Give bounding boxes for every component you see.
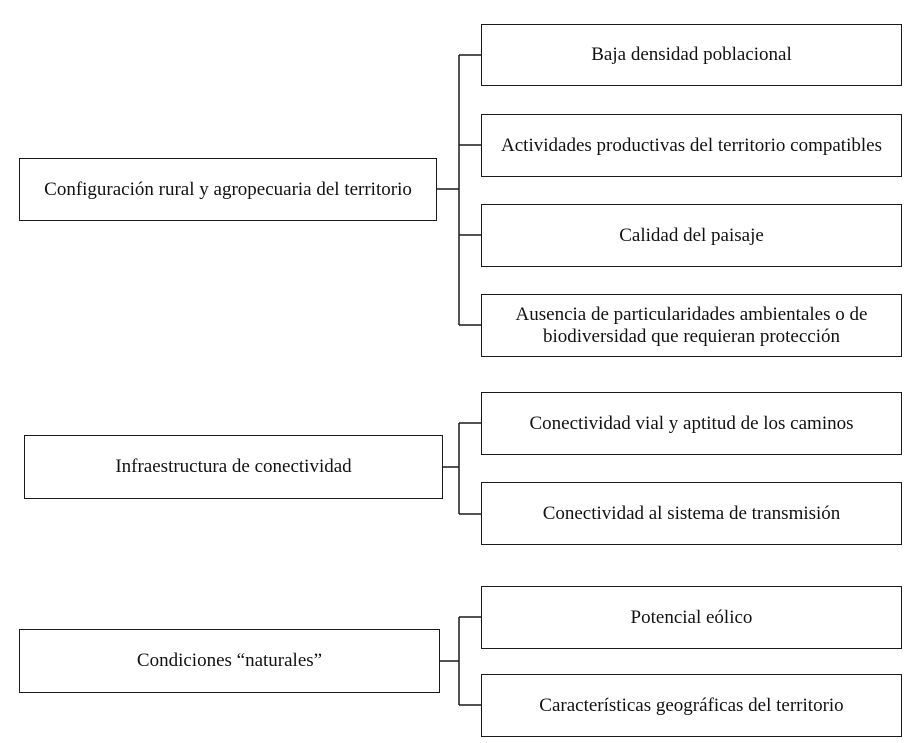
child-box-transmission-connectivity: Conectividad al sistema de transmisión [481, 482, 902, 545]
child-box-road-connectivity: Conectividad vial y aptitud de los camin… [481, 392, 902, 455]
child-box-population-density: Baja densidad poblacional [481, 24, 902, 86]
child-box-productive-activities: Actividades productivas del territorio c… [481, 114, 902, 177]
child-box-wind-potential: Potencial eólico [481, 586, 902, 649]
child-box-environmental-particularities: Ausencia de particularidades ambientales… [481, 294, 902, 357]
parent-box-connectivity-infrastructure: Infraestructura de conectividad [24, 435, 443, 499]
child-box-landscape-quality: Calidad del paisaje [481, 204, 902, 267]
parent-box-rural-configuration: Configuración rural y agropecuaria del t… [19, 158, 437, 221]
parent-box-natural-conditions: Condiciones “naturales” [19, 629, 440, 693]
child-box-geographic-characteristics: Características geográficas del territor… [481, 674, 902, 737]
